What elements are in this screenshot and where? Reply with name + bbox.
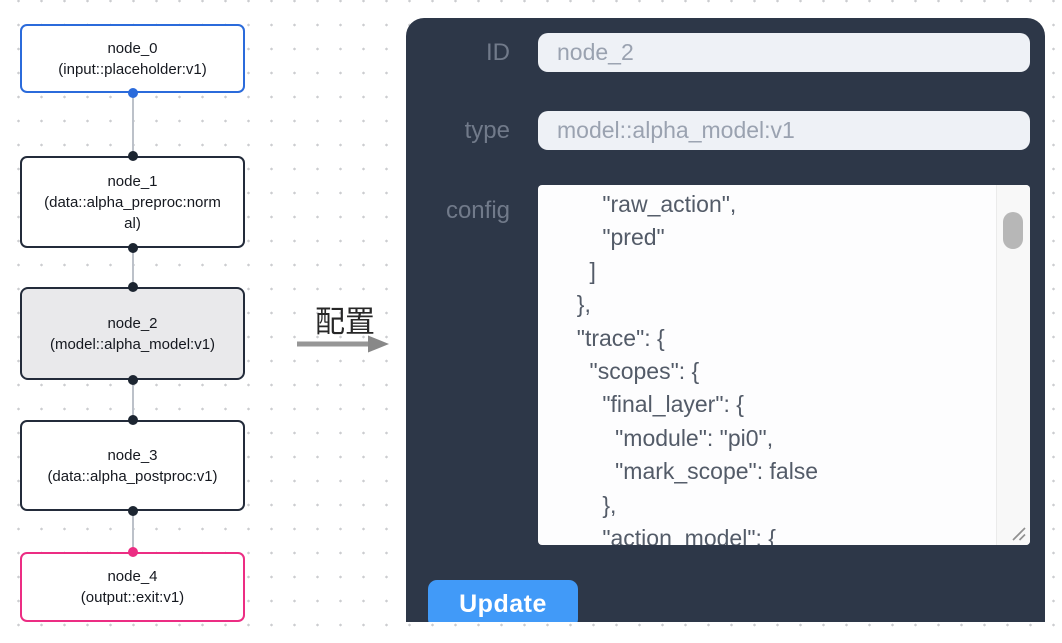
node-type: (model::alpha_model:v1) bbox=[49, 335, 216, 353]
handle-node1-target[interactable] bbox=[127, 151, 138, 161]
node-name: node_4 bbox=[107, 568, 158, 585]
node-type: (data::alpha_postproc:v1) bbox=[47, 467, 218, 485]
node-name: node_1 bbox=[107, 172, 158, 190]
id-input[interactable] bbox=[538, 33, 1030, 72]
handle-node0-source[interactable] bbox=[127, 88, 138, 98]
node-name: node_0 bbox=[107, 39, 158, 57]
handle-node4-target[interactable] bbox=[127, 547, 138, 557]
config-annotation-label: 配置 bbox=[315, 306, 375, 339]
flow-node-node_3[interactable]: node_3 (data::alpha_postproc:v1) bbox=[20, 420, 245, 511]
edge-node3-node4 bbox=[131, 511, 134, 552]
config-panel: ID type config "raw_action", "pred" ] },… bbox=[406, 18, 1045, 622]
edge-node1-node2 bbox=[131, 248, 134, 287]
handle-node3-source[interactable] bbox=[127, 506, 138, 516]
flow-node-node_2[interactable]: node_2 (model::alpha_model:v1) bbox=[20, 287, 245, 380]
flow-node-node_4[interactable]: node_4 (output::exit:v1) bbox=[20, 552, 245, 622]
right-arrow-icon bbox=[297, 335, 389, 353]
handle-node1-source[interactable] bbox=[127, 243, 138, 253]
edge-node0-node1 bbox=[131, 93, 134, 156]
id-field-label: ID bbox=[486, 39, 510, 66]
node-name: node_3 bbox=[107, 446, 158, 464]
scrollbar-track[interactable] bbox=[996, 185, 1030, 545]
resize-handle-icon[interactable] bbox=[1010, 525, 1027, 542]
node-name: node_2 bbox=[107, 314, 158, 332]
config-json-content: "raw_action", "pred" ] }, "trace": { "sc… bbox=[576, 191, 819, 545]
config-textarea[interactable]: "raw_action", "pred" ] }, "trace": { "sc… bbox=[538, 185, 1030, 545]
edge-node2-node3 bbox=[131, 380, 134, 420]
scrollbar-thumb[interactable] bbox=[1003, 212, 1023, 249]
handle-node2-source[interactable] bbox=[127, 375, 138, 385]
update-button[interactable]: Update bbox=[428, 580, 578, 622]
config-field-label: config bbox=[445, 197, 510, 224]
flow-node-node_0[interactable]: node_0 (input::placeholder:v1) bbox=[20, 24, 245, 93]
node-type: (input::placeholder:v1) bbox=[58, 60, 207, 78]
node-type: (output::exit:v1) bbox=[80, 589, 185, 606]
node-type: (data::alpha_preproc:normal) bbox=[44, 193, 221, 232]
type-field-label: type bbox=[464, 117, 510, 144]
type-input[interactable] bbox=[538, 111, 1030, 150]
handle-node2-target[interactable] bbox=[127, 282, 138, 292]
handle-node3-target[interactable] bbox=[127, 415, 138, 425]
flow-node-node_1[interactable]: node_1 (data::alpha_preproc:normal) bbox=[20, 156, 245, 248]
